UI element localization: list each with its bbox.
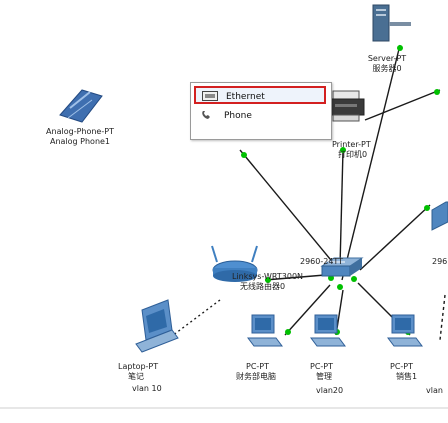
pc2-vlan-label: vlan20	[316, 386, 344, 395]
connection-type-menu[interactable]: Ethernet Phone	[190, 82, 332, 140]
phone-model-label: Analog-Phone-PT	[46, 127, 114, 136]
laptop-vlan-label: vlan 10	[132, 384, 162, 393]
pc1-model-label: PC-PT	[246, 362, 270, 371]
pc3-name-label: 销售1	[396, 372, 418, 381]
pc3-model-label: PC-PT	[390, 362, 414, 371]
router-name-label: 无线路由器0	[240, 282, 286, 291]
router-model-label: Linksys-WRT300N	[232, 272, 304, 281]
link-light	[241, 152, 247, 158]
switch-model-label: 2960-24TT	[300, 257, 344, 266]
analog-phone-icon[interactable]	[59, 89, 103, 123]
pc2-model-label: PC-PT	[310, 362, 334, 371]
cable-switch-server[interactable]	[341, 44, 401, 281]
switch-icon[interactable]	[320, 257, 364, 277]
switch-right-model-label: 296	[432, 257, 448, 266]
link-light	[351, 276, 357, 282]
switch-right-icon[interactable]	[431, 201, 448, 231]
wireless-router-icon[interactable]	[211, 245, 258, 282]
cable-right-switch-down[interactable]	[439, 294, 446, 341]
link-light	[285, 329, 291, 335]
cable-switch-pc1[interactable]	[284, 284, 331, 336]
link-light	[397, 45, 403, 51]
pc1-name-label: 财务部电脑	[236, 372, 276, 381]
phone-name-label: Analog Phone1	[49, 137, 111, 146]
link-light	[424, 205, 430, 211]
printer-model-label: Printer-PT	[332, 140, 371, 149]
menu-item-label: Phone	[224, 111, 252, 121]
cable-switch-printer[interactable]	[339, 149, 344, 267]
printer-icon[interactable]	[327, 90, 365, 122]
pc1-icon[interactable]	[247, 314, 283, 347]
menu-item-ethernet[interactable]: Ethernet	[194, 86, 326, 104]
laptop-model-label: Laptop-PT	[118, 362, 159, 371]
phone-icon	[202, 111, 210, 119]
ethernet-icon	[202, 91, 218, 101]
laptop-name-label: 笔记	[128, 372, 144, 381]
cable-switch-router[interactable]	[264, 274, 326, 281]
pc3-vlan-label: vlan	[426, 386, 443, 395]
cable-printer-right[interactable]	[364, 89, 441, 121]
link-light	[337, 284, 343, 290]
cable-layer	[159, 44, 446, 346]
link-light	[265, 277, 271, 283]
link-light	[340, 147, 346, 153]
cable-switch-phone[interactable]	[239, 149, 336, 266]
menu-item-label: Ethernet	[226, 92, 265, 102]
pc2-icon[interactable]	[310, 314, 346, 347]
menu-item-phone[interactable]: Phone	[194, 107, 326, 125]
server-model-label: Server-PT	[367, 54, 407, 63]
pc2-name-label: 管理	[316, 372, 332, 381]
link-light	[434, 89, 440, 95]
cable-switch-right[interactable]	[359, 204, 431, 271]
printer-name-label: 打印机0	[338, 150, 368, 159]
laptop-icon[interactable]	[135, 299, 179, 353]
server-name-label: 服务器0	[372, 64, 402, 73]
pc3-icon[interactable]	[387, 314, 423, 347]
server-icon[interactable]	[372, 4, 411, 42]
